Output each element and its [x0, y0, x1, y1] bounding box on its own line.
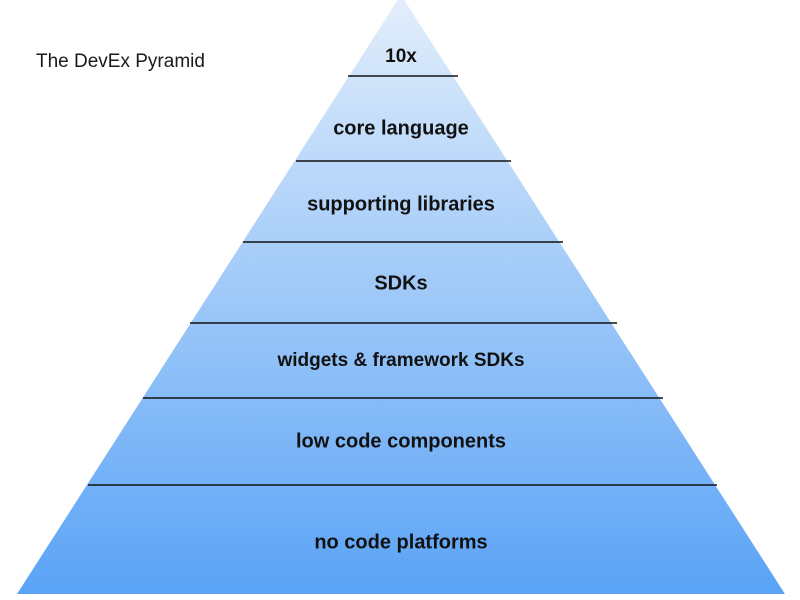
tier-label-4: SDKs	[374, 272, 427, 294]
tier-label-6: low code components	[296, 430, 506, 452]
tier-labels: 10x core language supporting librariesSDKs…	[276, 46, 524, 553]
diagram-title: The DevEx Pyramid	[36, 51, 205, 72]
tier-label-2: core language	[333, 117, 469, 139]
pyramid-body	[17, 0, 785, 594]
tier-label-5: widgets & framework SDKs	[276, 350, 524, 371]
tier-label-1: 10x	[385, 46, 417, 67]
tier-label-7: no code platforms	[314, 531, 487, 553]
tier-dividers	[88, 75, 717, 486]
tier-label-3: supporting libraries	[307, 193, 495, 215]
